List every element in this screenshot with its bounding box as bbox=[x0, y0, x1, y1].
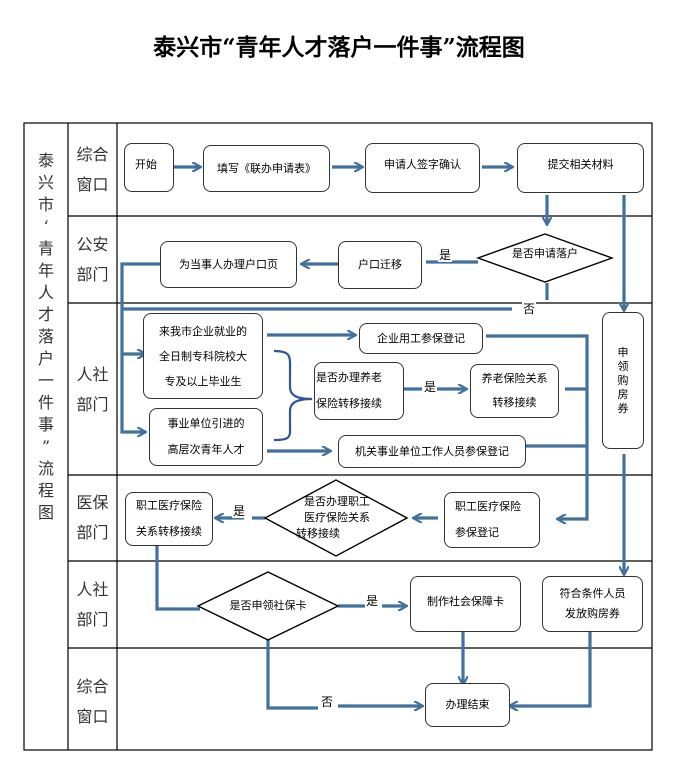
decision-social-card-label: 是否申领社保卡 bbox=[229, 599, 307, 612]
lane-label-window-2: 综合窗口 bbox=[76, 677, 109, 726]
node-hukou-page[interactable]: 为当事人办理户口页 bbox=[160, 241, 297, 288]
node-pension-transfer-line: 转移接续 bbox=[492, 396, 537, 409]
node-institution-insurance[interactable]: 机关事业单位工作人员参保登记 bbox=[338, 435, 526, 468]
edge-cardq-no bbox=[266, 640, 318, 710]
node-issue-voucher-line: 符合条件人员 bbox=[559, 587, 626, 600]
decision-medical bbox=[263, 479, 409, 557]
node-pension-question-line: 是否办理养老 bbox=[316, 371, 382, 384]
edge-medtrans-cardq bbox=[155, 546, 200, 611]
node-medical-transfer[interactable]: 职工医疗保险 关系转移接续 bbox=[125, 492, 213, 546]
side-title: 泰兴市 ‘青年 人才落 户一件 事”流 程图 bbox=[37, 151, 54, 522]
edge-issue-end bbox=[510, 632, 592, 706]
node-voucher-char: 房 bbox=[617, 387, 629, 401]
lane-label-hr-1: 人社部门 bbox=[76, 365, 109, 414]
node-pension-transfer[interactable]: 养老保险关系 转移接续 bbox=[470, 364, 559, 418]
node-make-card[interactable]: 制作社会保障卡 bbox=[410, 576, 521, 632]
node-graduates-line: 全日制专科院校大 bbox=[159, 349, 247, 363]
node-medical-transfer-line: 关系转移接续 bbox=[136, 525, 202, 538]
node-graduates[interactable]: 来我市企业就业的 全日制专科院校大 专及以上毕业生 bbox=[143, 313, 263, 399]
edge-label-yes-card: 是 bbox=[365, 594, 380, 608]
node-start[interactable]: 开始 bbox=[124, 143, 174, 192]
node-pension-question-line: 保险转移接续 bbox=[316, 397, 382, 410]
node-hukou-transfer-label: 户口迁移 bbox=[358, 258, 402, 271]
node-talents-line: 高层次青年人才 bbox=[167, 443, 245, 456]
node-hukou-page-label: 为当事人办理户口页 bbox=[179, 258, 278, 271]
node-issue-voucher-line: 发放购房券 bbox=[565, 607, 620, 620]
node-institution-insurance-label: 机关事业单位工作人员参保登记 bbox=[355, 444, 509, 458]
swimlane-grid bbox=[23, 122, 653, 751]
decision-medical-label: 是否办理职工 医疗保险关系 转移接续 bbox=[296, 495, 370, 540]
node-fill-form[interactable]: 填写《联办申请表》 bbox=[203, 145, 330, 192]
brace bbox=[273, 349, 313, 442]
node-pension-transfer-line: 养老保险关系 bbox=[481, 372, 548, 385]
node-graduates-line: 专及以上毕业生 bbox=[164, 374, 242, 388]
edge-label-no-card: 否 bbox=[320, 695, 335, 709]
node-voucher-char: 领 bbox=[617, 359, 629, 373]
node-sign-confirm[interactable]: 申请人签字确认 bbox=[365, 143, 480, 193]
lane-label-medical: 医保部门 bbox=[76, 493, 109, 542]
node-talents[interactable]: 事业单位引进的 高层次青年人才 bbox=[149, 408, 263, 466]
node-sign-confirm-label: 申请人签字确认 bbox=[384, 158, 461, 171]
node-hukou-transfer[interactable]: 户口迁移 bbox=[338, 241, 422, 289]
node-voucher-char: 购 bbox=[617, 373, 629, 387]
node-submit-materials-label: 提交相关材料 bbox=[547, 158, 614, 171]
node-submit-materials[interactable]: 提交相关材料 bbox=[517, 143, 644, 193]
decision-apply-settle bbox=[475, 233, 615, 283]
edge-right-trunk bbox=[486, 334, 589, 519]
node-medical-register-line: 职工医疗保险 bbox=[455, 500, 521, 513]
node-pension-question[interactable]: 是否办理养老 保险转移接续 bbox=[314, 362, 404, 420]
node-medical-transfer-line: 职工医疗保险 bbox=[136, 499, 202, 512]
edge-page-trunk bbox=[120, 262, 160, 432]
decision-apply-settle-label: 是否申请落户 bbox=[512, 247, 578, 260]
node-voucher-char: 申 bbox=[617, 345, 629, 359]
node-enterprise-insurance-label: 企业用工参保登记 bbox=[377, 331, 465, 345]
node-end-label: 办理结束 bbox=[445, 698, 490, 711]
node-start-label: 开始 bbox=[135, 158, 157, 171]
node-graduates-line: 来我市企业就业的 bbox=[159, 324, 247, 338]
node-talents-line: 事业单位引进的 bbox=[167, 417, 245, 430]
node-medical-register-line: 参保登记 bbox=[455, 526, 499, 539]
connectors bbox=[120, 167, 624, 710]
edge-label-yes-pension: 是 bbox=[423, 380, 438, 394]
page-title: 泰兴市“青年人才落户一件事”流程图 bbox=[153, 34, 525, 61]
node-voucher-char: 券 bbox=[617, 401, 629, 415]
node-end[interactable]: 办理结束 bbox=[425, 683, 510, 727]
node-housing-voucher-apply[interactable]: 申 领 购 房 券 bbox=[602, 312, 644, 449]
decision-social-card bbox=[196, 571, 340, 641]
edge-label-yes-medical: 是 bbox=[232, 504, 247, 518]
node-fill-form-label: 填写《联办申请表》 bbox=[217, 161, 316, 175]
node-issue-voucher[interactable]: 符合条件人员 发放购房券 bbox=[542, 576, 643, 632]
node-medical-register[interactable]: 职工医疗保险 参保登记 bbox=[444, 492, 540, 548]
edge-label-yes-settle: 是 bbox=[438, 248, 453, 262]
node-make-card-label: 制作社会保障卡 bbox=[427, 595, 504, 608]
edge-label-no-settle: 否 bbox=[522, 302, 537, 316]
lane-label-hr-2: 人社部门 bbox=[76, 580, 109, 629]
lane-label-window-1: 综合窗口 bbox=[76, 145, 109, 194]
node-enterprise-insurance[interactable]: 企业用工参保登记 bbox=[359, 323, 483, 354]
lane-label-police: 公安部门 bbox=[76, 235, 109, 284]
